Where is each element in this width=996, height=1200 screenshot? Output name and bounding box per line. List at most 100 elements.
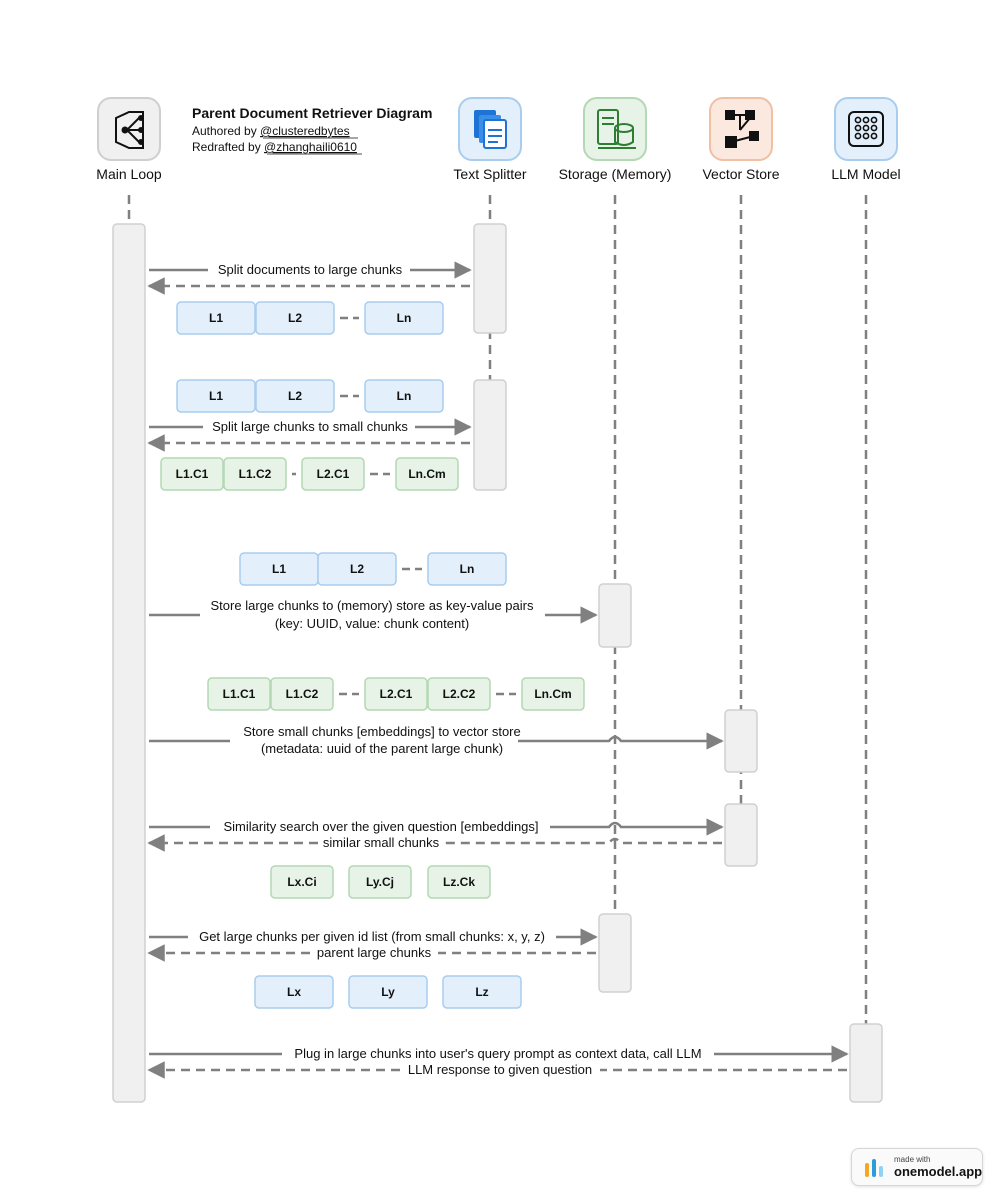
authored-by: Authored by @clusteredbytes [192,124,350,138]
small-chunk-box [270,865,334,899]
chunk-group-g1: L1 L2 Ln [176,301,444,335]
chunk-label: Ln [397,389,412,403]
actor-main: Main Loop [96,97,162,182]
msg-split-small: Split large chunks to small chunks [212,419,408,434]
small-chunk-box [207,677,271,711]
actor-label-splitter: Text Splitter [453,166,526,182]
authored-handle-link[interactable]: @clusteredbytes [260,124,350,138]
activation-main [112,223,146,1103]
chunk-label: L2.C2 [443,687,476,701]
message-labels: Split documents to large chunks Split la… [199,262,701,1077]
chunk-label: Lx.Ci [287,875,316,889]
chunk-group-g7: Lx Ly Lz [254,975,522,1009]
badge-small-text: made with [894,1155,931,1164]
chunk-label: L2 [288,311,302,325]
chunk-group-g6: Lx.Ci Ly.Cj Lz.Ck [270,865,491,899]
badge-big-text: onemodel.app [894,1164,983,1179]
large-chunk-box [442,975,522,1009]
flow-icon [115,111,144,149]
actor-splitter: Text Splitter [453,97,527,182]
small-chunk-box [223,457,287,491]
chunk-group-g2: L1 L2 Ln [176,379,444,413]
msg-store-large-1: Store large chunks to (memory) store as … [211,598,534,613]
small-chunk-box [160,457,224,491]
chunk-label: L1 [209,389,223,403]
activation-bars [112,223,883,1103]
activation-storage-1 [598,583,632,648]
chunk-label: L1 [209,311,223,325]
chunk-group-g3: L1.C1 L1.C2 L2.C1 Ln.Cm [160,457,459,491]
small-chunk-box [395,457,459,491]
actor-label-main: Main Loop [96,166,162,182]
actor-label-llm: LLM Model [831,166,900,182]
graph-icon [725,110,759,148]
chunk-label: Lz.Ck [443,875,475,889]
chunk-label: Ly [381,985,395,999]
chunk-label: L2 [288,389,302,403]
chip-icon [848,111,884,147]
storage-icon [597,109,636,149]
chunk-group-g5: L1.C1 L1.C2 L2.C1 L2.C2 Ln.Cm [207,677,585,711]
made-with-badge[interactable]: made with onemodel.app [851,1148,983,1186]
msg-store-small-2: (metadata: uuid of the parent large chun… [261,741,503,756]
msg-plug: Plug in large chunks into user's query p… [294,1046,701,1061]
chunk-label: L2 [350,562,364,576]
msg-store-small-1: Store small chunks [embeddings] to vecto… [243,724,520,739]
activation-storage-2 [598,913,632,993]
documents-icon [474,110,507,149]
chunk-label: Ln [397,311,412,325]
msg-get-large-return: parent large chunks [317,945,432,960]
redrafted-prefix: Redrafted by [192,140,264,154]
actor-label-storage: Storage (Memory) [559,166,672,182]
chunk-label: L2.C1 [317,467,350,481]
actor-storage: Storage (Memory) [559,97,672,182]
large-chunk-box [364,301,444,335]
chunk-label: L1.C1 [176,467,209,481]
onemodel-logo-icon [865,1159,883,1177]
actor-llm: LLM Model [831,97,901,182]
chunk-label: L1.C2 [286,687,319,701]
chunk-label: Ln.Cm [534,687,571,701]
large-chunk-box [255,379,335,413]
activation-vector-2 [724,803,758,867]
large-chunk-box [254,975,334,1009]
chunk-label: Ln.Cm [408,467,445,481]
small-chunk-box [427,677,491,711]
arrow-similarity-return [444,837,722,845]
small-chunk-box [521,677,585,711]
chunk-label: Lx [287,985,301,999]
authored-prefix: Authored by [192,124,260,138]
activation-splitter-2 [473,379,507,491]
large-chunk-box [176,301,256,335]
diagram-title: Parent Document Retriever Diagram [192,105,432,121]
msg-similarity-return: similar small chunks [323,835,440,850]
msg-get-large: Get large chunks per given id list (from… [199,929,545,944]
msg-store-large-2: (key: UUID, value: chunk content) [275,616,469,631]
activation-llm [849,1023,883,1103]
chunk-label: Ly.Cj [366,875,394,889]
chunk-label: L2.C1 [380,687,413,701]
msg-similarity: Similarity search over the given questio… [223,819,538,834]
arrow-similarity-right [550,818,724,836]
redrafted-by: Redrafted by @zhanghaili0610 [192,140,357,154]
large-chunk-box [255,301,335,335]
msg-split-large: Split documents to large chunks [218,262,403,277]
small-chunk-box [348,865,412,899]
activation-vector-1 [724,709,758,773]
large-chunk-box [427,552,507,586]
small-chunk-box [364,677,428,711]
arrow-store-small-right [518,732,724,750]
chunk-label: Lz [475,985,488,999]
large-chunk-box [348,975,428,1009]
large-chunk-box [364,379,444,413]
actor-vector: Vector Store [702,97,780,182]
chunk-label: L1.C1 [223,687,256,701]
small-chunk-box [301,457,365,491]
chunk-label: L1.C2 [239,467,272,481]
redrafted-handle-link[interactable]: @zhanghaili0610 [264,140,357,154]
activation-splitter-1 [473,223,507,334]
large-chunk-box [176,379,256,413]
actor-label-vector: Vector Store [702,166,779,182]
